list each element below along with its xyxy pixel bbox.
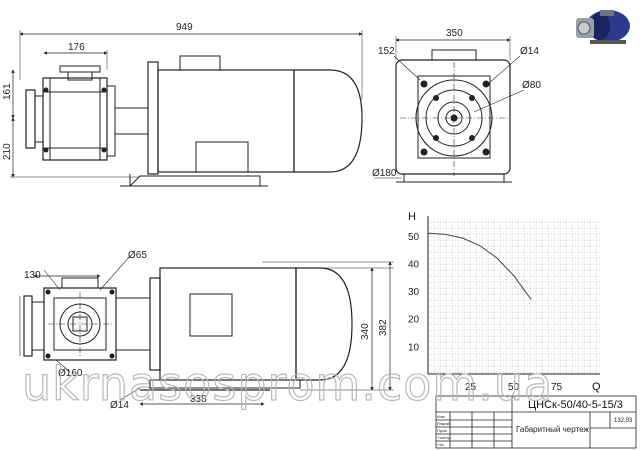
dim-152: 152 [378, 46, 395, 57]
dim-180: Ø180 [372, 168, 397, 179]
y-tick-label: 40 [408, 259, 420, 270]
dim-130: 130 [24, 270, 41, 281]
pump-photo [574, 6, 634, 50]
model-number: ЦНСк-50/40-5-15/3 [528, 399, 623, 411]
title-block [435, 395, 637, 449]
title-row-4: Утв. [437, 442, 445, 447]
dim-height-210: 210 [2, 143, 13, 160]
dim-bolt-14-front: Ø14 [110, 400, 129, 411]
title-row-1: Разраб. [437, 421, 451, 426]
y-tick-label: 20 [408, 315, 420, 326]
x-tick-label: 75 [551, 382, 563, 393]
dim-80: Ø80 [522, 80, 541, 91]
y-tick-label: 10 [408, 342, 420, 353]
series-line [427, 232, 532, 300]
end-view [374, 36, 525, 183]
x-tick-label: 25 [465, 382, 477, 393]
dim-338: 338 [190, 394, 207, 405]
dim-flange-176: 176 [68, 42, 85, 53]
x-axis-label: Q [592, 381, 601, 393]
dim-382: 382 [378, 319, 389, 336]
title-row-2: Пров. [437, 428, 448, 433]
dim-340: 340 [360, 323, 371, 340]
title-row-0: Изм. [437, 414, 446, 419]
drawing-name: Габаритный чертеж [516, 425, 589, 434]
dim-bolt-14: Ø14 [520, 46, 539, 57]
dim-overall-length: 949 [176, 22, 193, 33]
dim-160: Ø160 [58, 368, 83, 379]
watermark-text: ukrnasosprom.com.ua [22, 357, 553, 411]
dim-end-width: 350 [446, 28, 463, 39]
side-view [10, 30, 363, 187]
dim-height-161: 161 [2, 83, 13, 100]
mass-value: 132,93 [614, 418, 633, 424]
y-axis-label: H [408, 211, 416, 223]
y-tick-label: 30 [408, 287, 420, 298]
dim-65: Ø65 [128, 250, 147, 261]
performance-chart: 10 20 30 40 50 25 50 75 H Q [408, 211, 601, 393]
y-tick-label: 50 [408, 232, 420, 243]
x-tick-label: 50 [508, 382, 520, 393]
title-row-3: Т.контр. [437, 435, 452, 440]
front-view [19, 255, 394, 406]
